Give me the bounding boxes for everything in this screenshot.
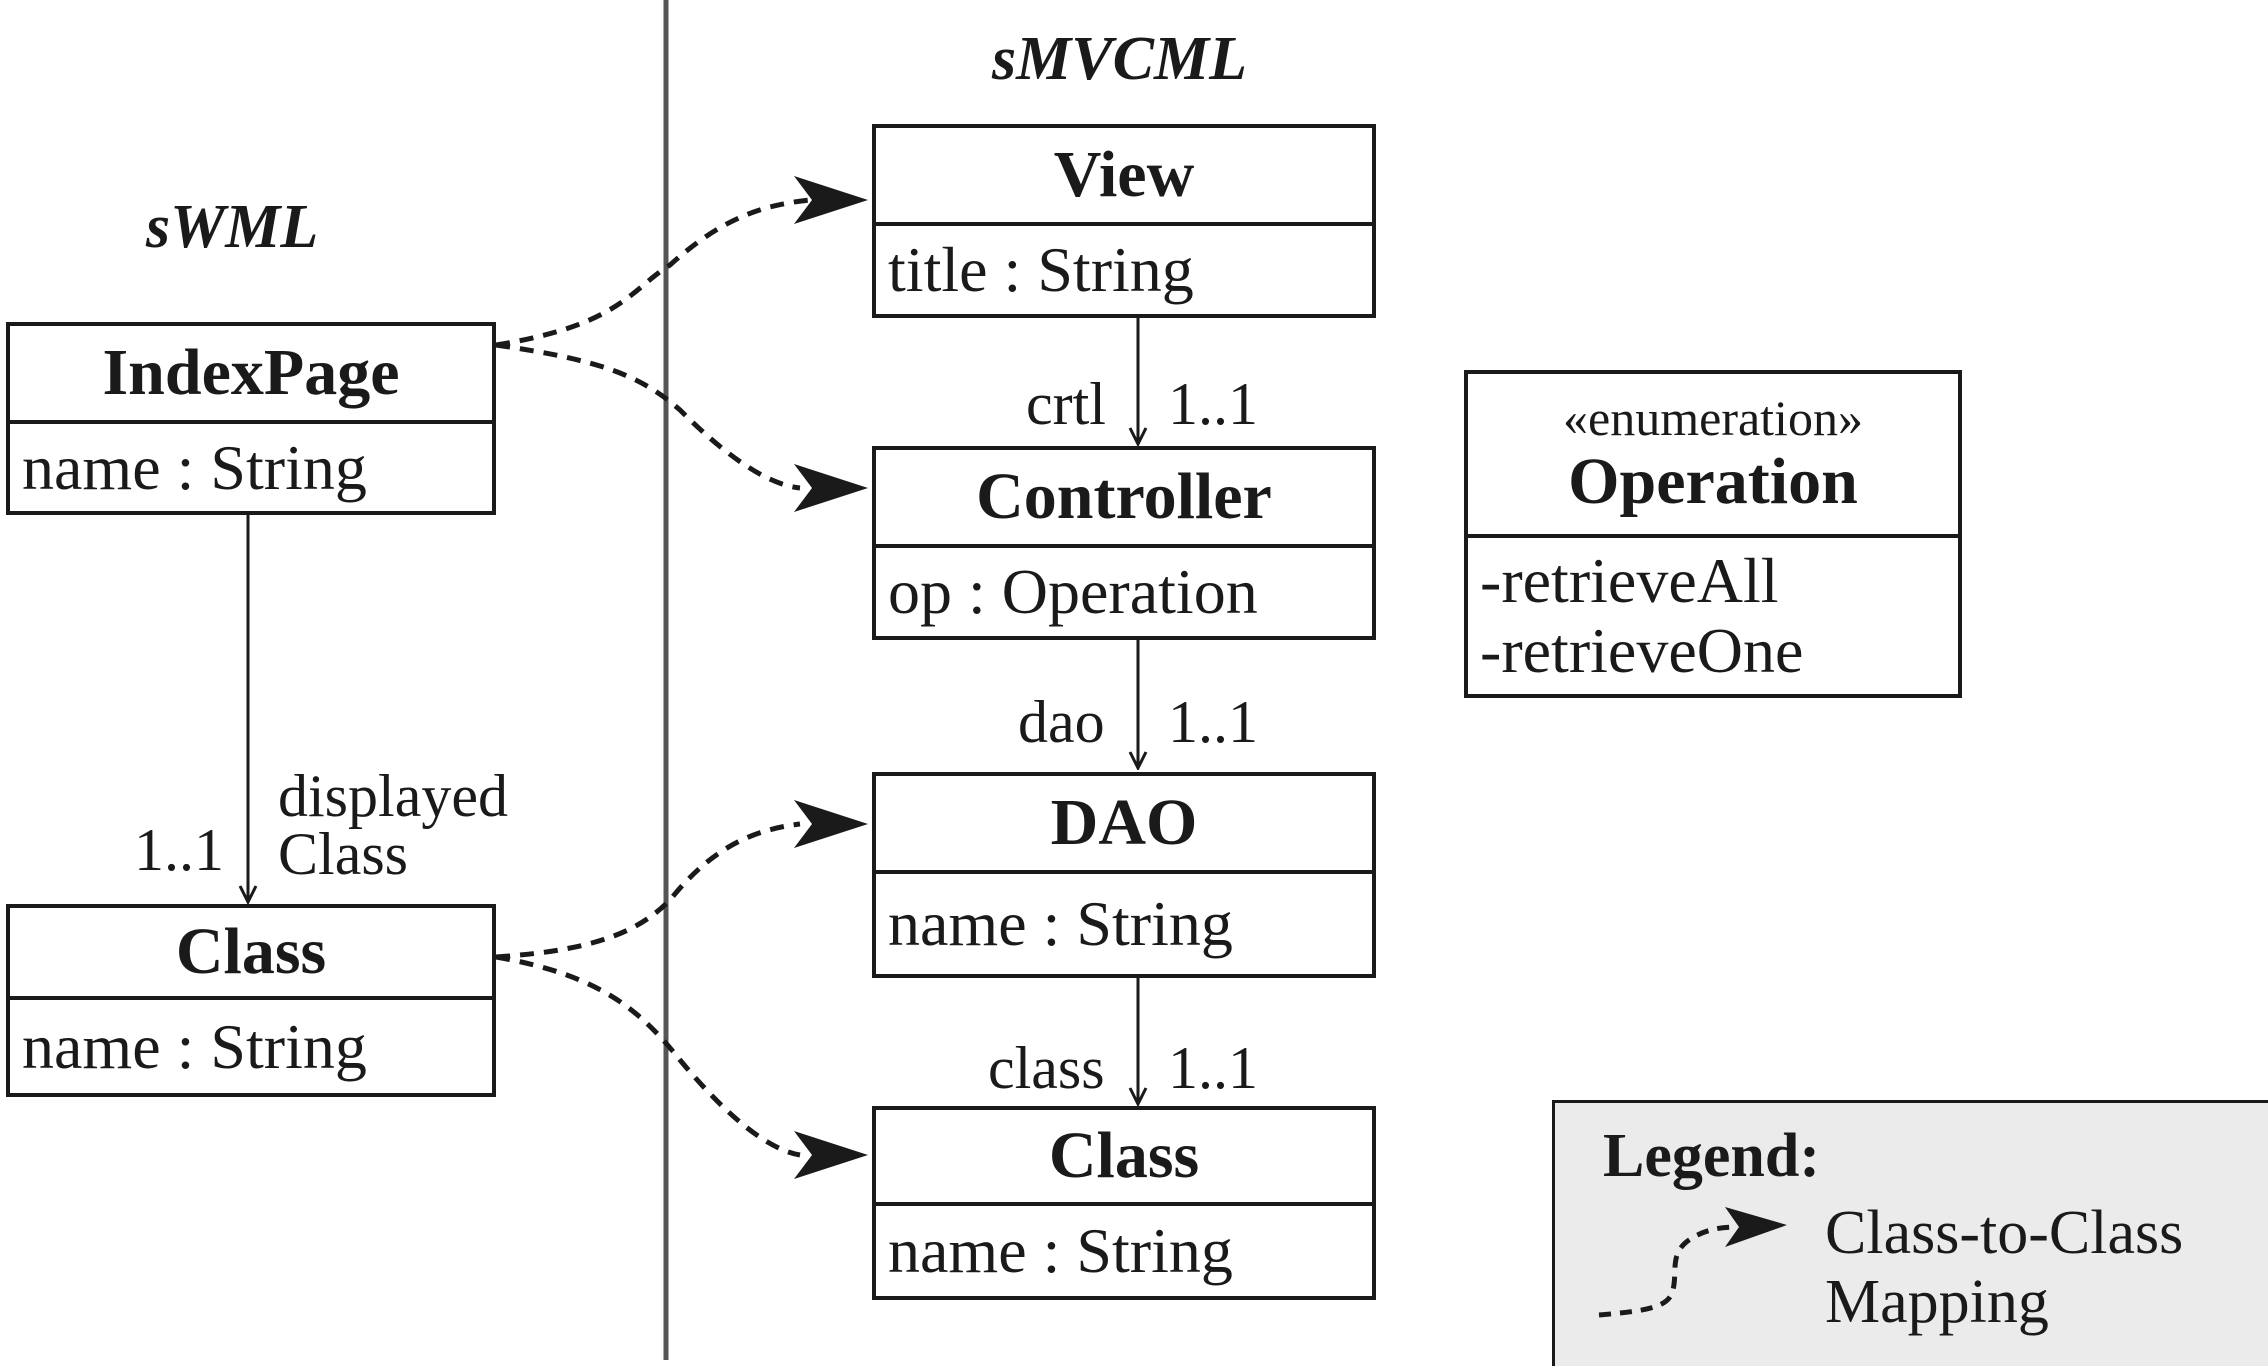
association-multiplicity: 1..1 — [1168, 1035, 1258, 1101]
class-attribute: op : Operation — [888, 556, 1258, 627]
enumeration-literal: -retrieveOne — [1480, 615, 1804, 686]
operation-enumeration: «enumeration» Operation -retrieveAll -re… — [1464, 370, 1962, 698]
smvcml-controller-class: Controller op : Operation — [872, 446, 1376, 640]
swml-class-class: Class name : String — [6, 904, 496, 1097]
class-attribute: title : String — [888, 234, 1194, 305]
association-role-label: Class — [278, 821, 409, 887]
class-name: Controller — [876, 450, 1372, 548]
mapping-arrowhead — [794, 1131, 868, 1179]
mapping-arrowhead — [794, 464, 868, 512]
enumeration-stereotype: «enumeration» — [1563, 390, 1863, 446]
legend-label-line: Class-to-Class — [1825, 1199, 2184, 1267]
association-multiplicity: 1..1 — [1168, 371, 1258, 437]
class-attribute: name : String — [22, 1010, 367, 1082]
class-attribute: name : String — [22, 431, 367, 503]
mapping-arrowhead — [794, 800, 868, 848]
mapping-indexpage-to-controller — [495, 342, 801, 491]
association-multiplicity: 1..1 — [1168, 689, 1258, 755]
enumeration-literal: -retrieveAll — [1480, 545, 1779, 616]
association-role-label: crtl — [1026, 371, 1106, 437]
legend-label-line: Mapping — [1825, 1268, 2049, 1337]
mapping-class-to-dao — [495, 821, 801, 960]
class-attribute: name : String — [888, 1215, 1233, 1286]
smvcml-language-label: sMVCML — [992, 25, 1247, 93]
smvcml-view-class: View title : String — [872, 124, 1376, 318]
smvcml-dao-class: DAO name : String — [872, 772, 1376, 978]
mapping-arrowhead — [794, 176, 868, 224]
class-name: DAO — [876, 776, 1372, 874]
enumeration-name: Operation — [1568, 445, 1858, 518]
class-attribute: name : String — [888, 888, 1233, 959]
mapping-indexpage-to-view — [495, 197, 811, 348]
mapping-class-to-class — [495, 954, 801, 1158]
swml-indexpage-class: IndexPage name : String — [6, 322, 496, 515]
legend-title: Legend: — [1603, 1122, 1820, 1190]
class-name: Class — [876, 1110, 1372, 1206]
smvcml-class-class: Class name : String — [872, 1106, 1376, 1300]
class-name: View — [876, 128, 1372, 226]
class-name: Class — [10, 908, 492, 1000]
association-role-label: displayed — [278, 763, 508, 829]
class-name: IndexPage — [10, 326, 492, 424]
association-role-label: class — [988, 1035, 1105, 1101]
legend-mapping-arrow-icon — [1598, 1207, 1787, 1318]
association-role-label: dao — [1018, 689, 1105, 755]
legend-box: Legend: Class-to-Class Mapping — [1552, 1100, 2268, 1366]
enumeration-literals: -retrieveAll -retrieveOne — [1468, 538, 1958, 694]
enumeration-header: «enumeration» Operation — [1468, 374, 1958, 538]
association-multiplicity: 1..1 — [134, 817, 224, 883]
legend-label: Class-to-Class Mapping — [1825, 1199, 2183, 1338]
swml-language-label: sWML — [146, 193, 319, 261]
